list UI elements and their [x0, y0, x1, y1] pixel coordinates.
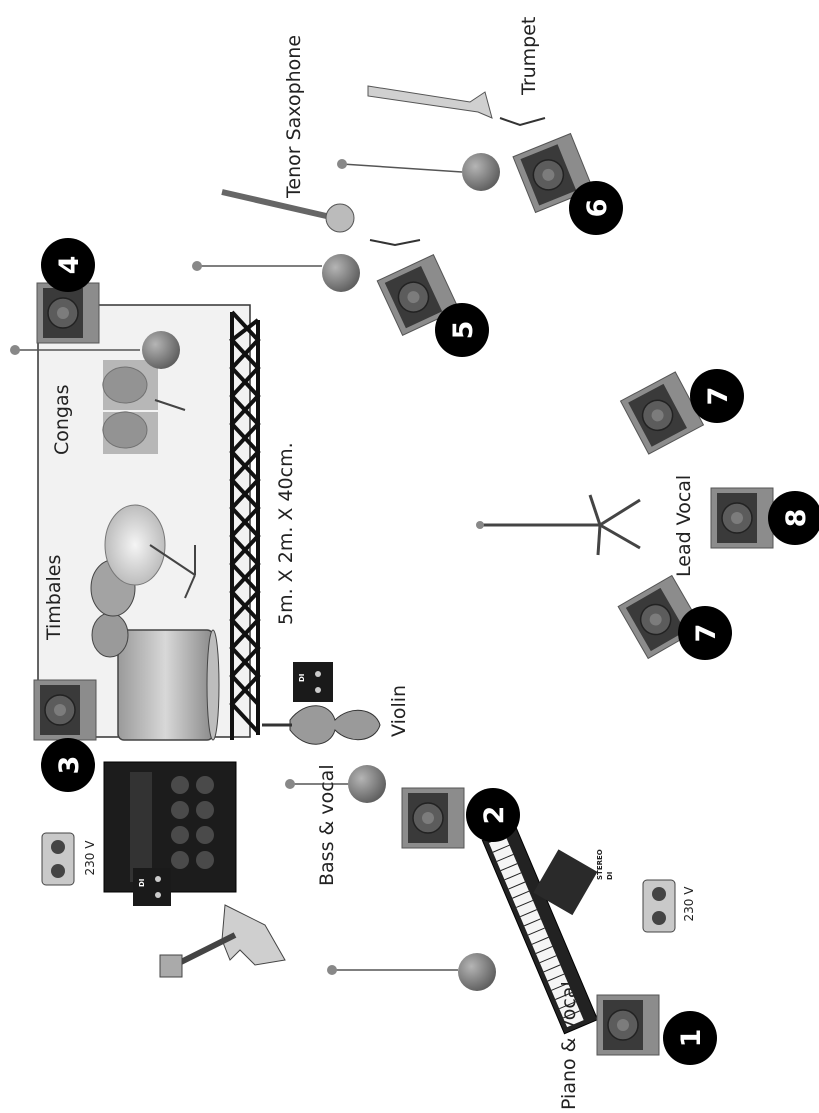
riser-truss [229, 310, 261, 740]
power-label-left: 230 V [83, 840, 97, 876]
monitor-wedge-2 [401, 787, 465, 849]
monitor-wedge-7-top [619, 371, 705, 455]
stereo-di-label: STEREO [596, 849, 604, 880]
label-violin: Violin [388, 685, 410, 737]
monitor-badge-7-bottom: 7 [678, 606, 732, 660]
label-lead-vocal: Lead Vocal [673, 475, 695, 577]
violin [262, 705, 381, 745]
monitor-number-6: 6 [582, 199, 613, 218]
trumpet [367, 85, 493, 119]
monitor-number-4: 4 [54, 256, 85, 275]
monitor-number-5: 5 [448, 321, 479, 340]
di-box-violin: DI [293, 662, 333, 702]
monitor-number-1: 1 [676, 1029, 707, 1048]
horn-clip-mics [369, 117, 546, 247]
lead-vocal-mic-stand [476, 494, 641, 556]
label-timbales: Timbales [43, 555, 65, 641]
label-trumpet: Trumpet [518, 17, 540, 96]
label-bass-vocal: Bass & vocal [316, 764, 338, 886]
mic-stand-piano [327, 953, 496, 991]
label-tenor-saxophone: Tenor Saxophone [283, 35, 305, 199]
bass-guitar [159, 904, 286, 978]
monitor-badge-7-top: 7 [690, 369, 744, 423]
monitor-wedge-3 [33, 679, 97, 741]
mic-stand-trumpet [337, 153, 500, 191]
keyboard [481, 825, 599, 1035]
monitor-number-8: 8 [781, 509, 812, 528]
monitor-badge-8: 8 [768, 491, 819, 545]
monitor-badge-4: 4 [41, 238, 95, 292]
monitor-badge-2: 2 [466, 788, 520, 842]
stereo-di-box: STEREO DI [533, 849, 614, 916]
monitor-number-3: 3 [54, 756, 85, 775]
label-piano-vocal: Piano & vocal [558, 981, 580, 1110]
power-label-right: 230 V [682, 886, 696, 922]
congas [102, 360, 186, 454]
monitor-wedge-1 [596, 994, 660, 1056]
mic-stand-tenor-sax [192, 254, 360, 292]
stereo-di-sublabel: DI [606, 872, 614, 880]
monitor-number-2: 2 [479, 806, 510, 825]
di-box-bass: DI [133, 868, 171, 906]
monitor-badge-1: 1 [663, 1011, 717, 1065]
power-outlet-right: 230 V [642, 879, 696, 933]
monitor-badge-5: 5 [435, 303, 489, 357]
di-violin-label: DI [298, 674, 306, 682]
di-bass-label: DI [138, 879, 146, 887]
mic-stand-congas [10, 331, 180, 369]
mic-stand-bass [285, 765, 386, 803]
monitor-badge-6: 6 [569, 181, 623, 235]
monitor-badge-3: 3 [41, 738, 95, 792]
monitor-number-7-bottom: 7 [691, 624, 722, 643]
tenor-saxophone [221, 189, 355, 233]
monitor-wedge-8 [710, 487, 774, 549]
label-congas: Congas [51, 384, 73, 455]
monitor-number-7-top: 7 [703, 387, 734, 406]
power-outlet-left: 230 V [41, 832, 97, 886]
label-riser-size: 5m. X 2m. X 40cm. [275, 442, 297, 625]
timbales-drum-kit [90, 504, 220, 741]
